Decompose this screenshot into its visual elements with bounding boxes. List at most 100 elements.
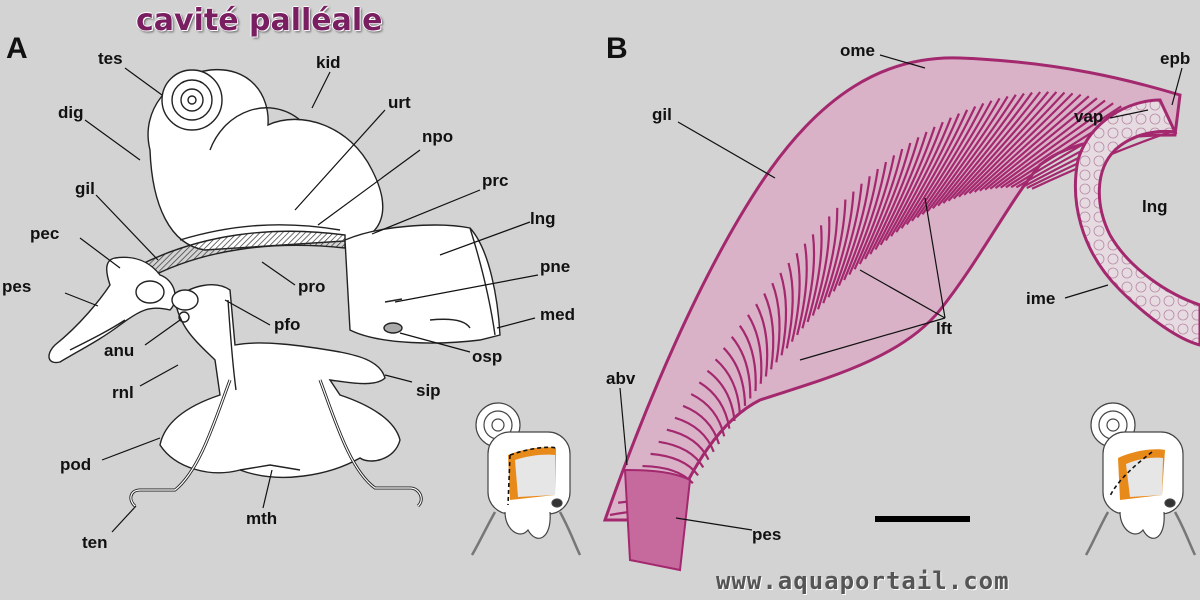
label-pec: pec	[30, 224, 60, 243]
label-ten: ten	[82, 533, 108, 552]
gill-lamella	[958, 91, 1058, 198]
label-osp: osp	[472, 347, 503, 366]
gill-lamella	[921, 97, 1001, 215]
shell-apex	[161, 69, 223, 131]
label-pro: pro	[298, 277, 326, 296]
gill-lamella	[843, 168, 879, 281]
mini-schematic-a	[470, 402, 582, 556]
gill-lamella	[779, 272, 788, 356]
label-med: med	[540, 305, 575, 324]
gill-lamella	[755, 303, 769, 377]
label-anu: anu	[104, 341, 135, 360]
gill-lamella	[979, 95, 1090, 192]
label-epb: epb	[1160, 49, 1191, 68]
gill-lamella	[785, 262, 794, 349]
label-ome: ome	[840, 41, 875, 60]
gill-lamella	[864, 142, 912, 260]
gill-lamella	[771, 282, 781, 363]
gill-lamella	[963, 91, 1066, 196]
label-pes-a: pes	[2, 277, 32, 296]
label-pes-b: pes	[752, 525, 782, 544]
gill-lamella	[658, 440, 705, 469]
gill-lamella	[968, 92, 1074, 195]
gill-lamella	[973, 93, 1082, 193]
gill-lamella	[714, 358, 741, 414]
lung	[344, 224, 501, 344]
label-lng-b: lng	[1142, 197, 1168, 216]
label-urt: urt	[388, 93, 411, 112]
gill-lamella	[911, 102, 985, 222]
gill-lamella	[650, 452, 699, 477]
gill-lamella	[947, 91, 1042, 202]
website-watermark: www.aquaportail.com	[716, 567, 1010, 595]
label-vap: vap	[1074, 107, 1104, 126]
gill-lamella	[989, 99, 1106, 190]
label-npo: npo	[422, 127, 454, 146]
gill-lamella	[858, 148, 904, 265]
gill-lamella	[817, 207, 839, 310]
gill-lamella	[879, 126, 936, 246]
label-pod: pod	[60, 455, 92, 474]
label-tes: tes	[98, 49, 123, 68]
gill-lamella	[1000, 105, 1122, 189]
label-pne: pne	[540, 257, 571, 276]
snail-drawing	[48, 69, 501, 508]
gill-lamella	[722, 347, 747, 406]
gill-lamella	[942, 91, 1033, 204]
label-prc: prc	[482, 171, 509, 190]
mini-schematic-b	[1084, 402, 1197, 556]
leader-lines-b	[619, 54, 1183, 531]
gill-lamella	[984, 97, 1098, 191]
label-pfo: pfo	[274, 315, 301, 334]
gill-lamella	[837, 176, 871, 287]
gill-lamella	[827, 191, 855, 298]
gill-lamella	[994, 102, 1114, 189]
gill-lamella	[738, 325, 757, 392]
label-abv: abv	[606, 369, 636, 388]
scale-bar	[875, 516, 970, 522]
label-gil-a: gil	[75, 179, 95, 198]
gill-lamella	[874, 131, 928, 250]
panel-a-letter: A	[6, 32, 28, 65]
gill-lamella	[900, 109, 969, 229]
gill-lamella	[698, 381, 731, 429]
gill-lamella	[952, 91, 1050, 200]
gill-lamella	[811, 216, 831, 316]
pes-tissue	[623, 468, 692, 572]
lung-section	[1073, 98, 1200, 347]
gill-lamella	[763, 293, 775, 370]
gill-lamella	[832, 183, 863, 292]
gill-lamella	[895, 113, 961, 233]
label-ime: ime	[1026, 289, 1056, 308]
gill-lamella	[937, 92, 1025, 207]
gill-lamella	[747, 314, 763, 384]
gill-lamella	[890, 117, 952, 237]
label-rnl: rnl	[112, 383, 134, 402]
label-lft: lft	[936, 319, 953, 338]
label-lng-a: lng	[530, 209, 556, 228]
label-dig: dig	[58, 103, 84, 122]
gill-lamella	[905, 106, 977, 226]
body	[159, 284, 401, 479]
label-mth: mth	[246, 509, 278, 528]
label-kid: kid	[316, 53, 341, 72]
leader-lines-a	[64, 67, 539, 533]
gill-lamella	[822, 199, 847, 304]
gill-lamella	[690, 393, 726, 437]
gill-lamella	[932, 94, 1017, 210]
gill-lamella	[796, 243, 808, 336]
gill-lamella	[706, 369, 736, 422]
gill-lamella	[926, 95, 1009, 212]
gill-lamella	[884, 121, 944, 242]
gill-lamella	[666, 428, 710, 461]
gill-lamella	[916, 100, 993, 219]
gill-lamella	[869, 137, 920, 255]
gill-lamella	[730, 336, 752, 399]
label-sip: sip	[416, 381, 441, 400]
panel-b-letter: B	[606, 32, 628, 65]
gill	[139, 230, 346, 282]
page-title: cavité palléale	[136, 3, 383, 38]
gill-lamella	[806, 225, 823, 323]
gill-lamella	[801, 234, 816, 329]
